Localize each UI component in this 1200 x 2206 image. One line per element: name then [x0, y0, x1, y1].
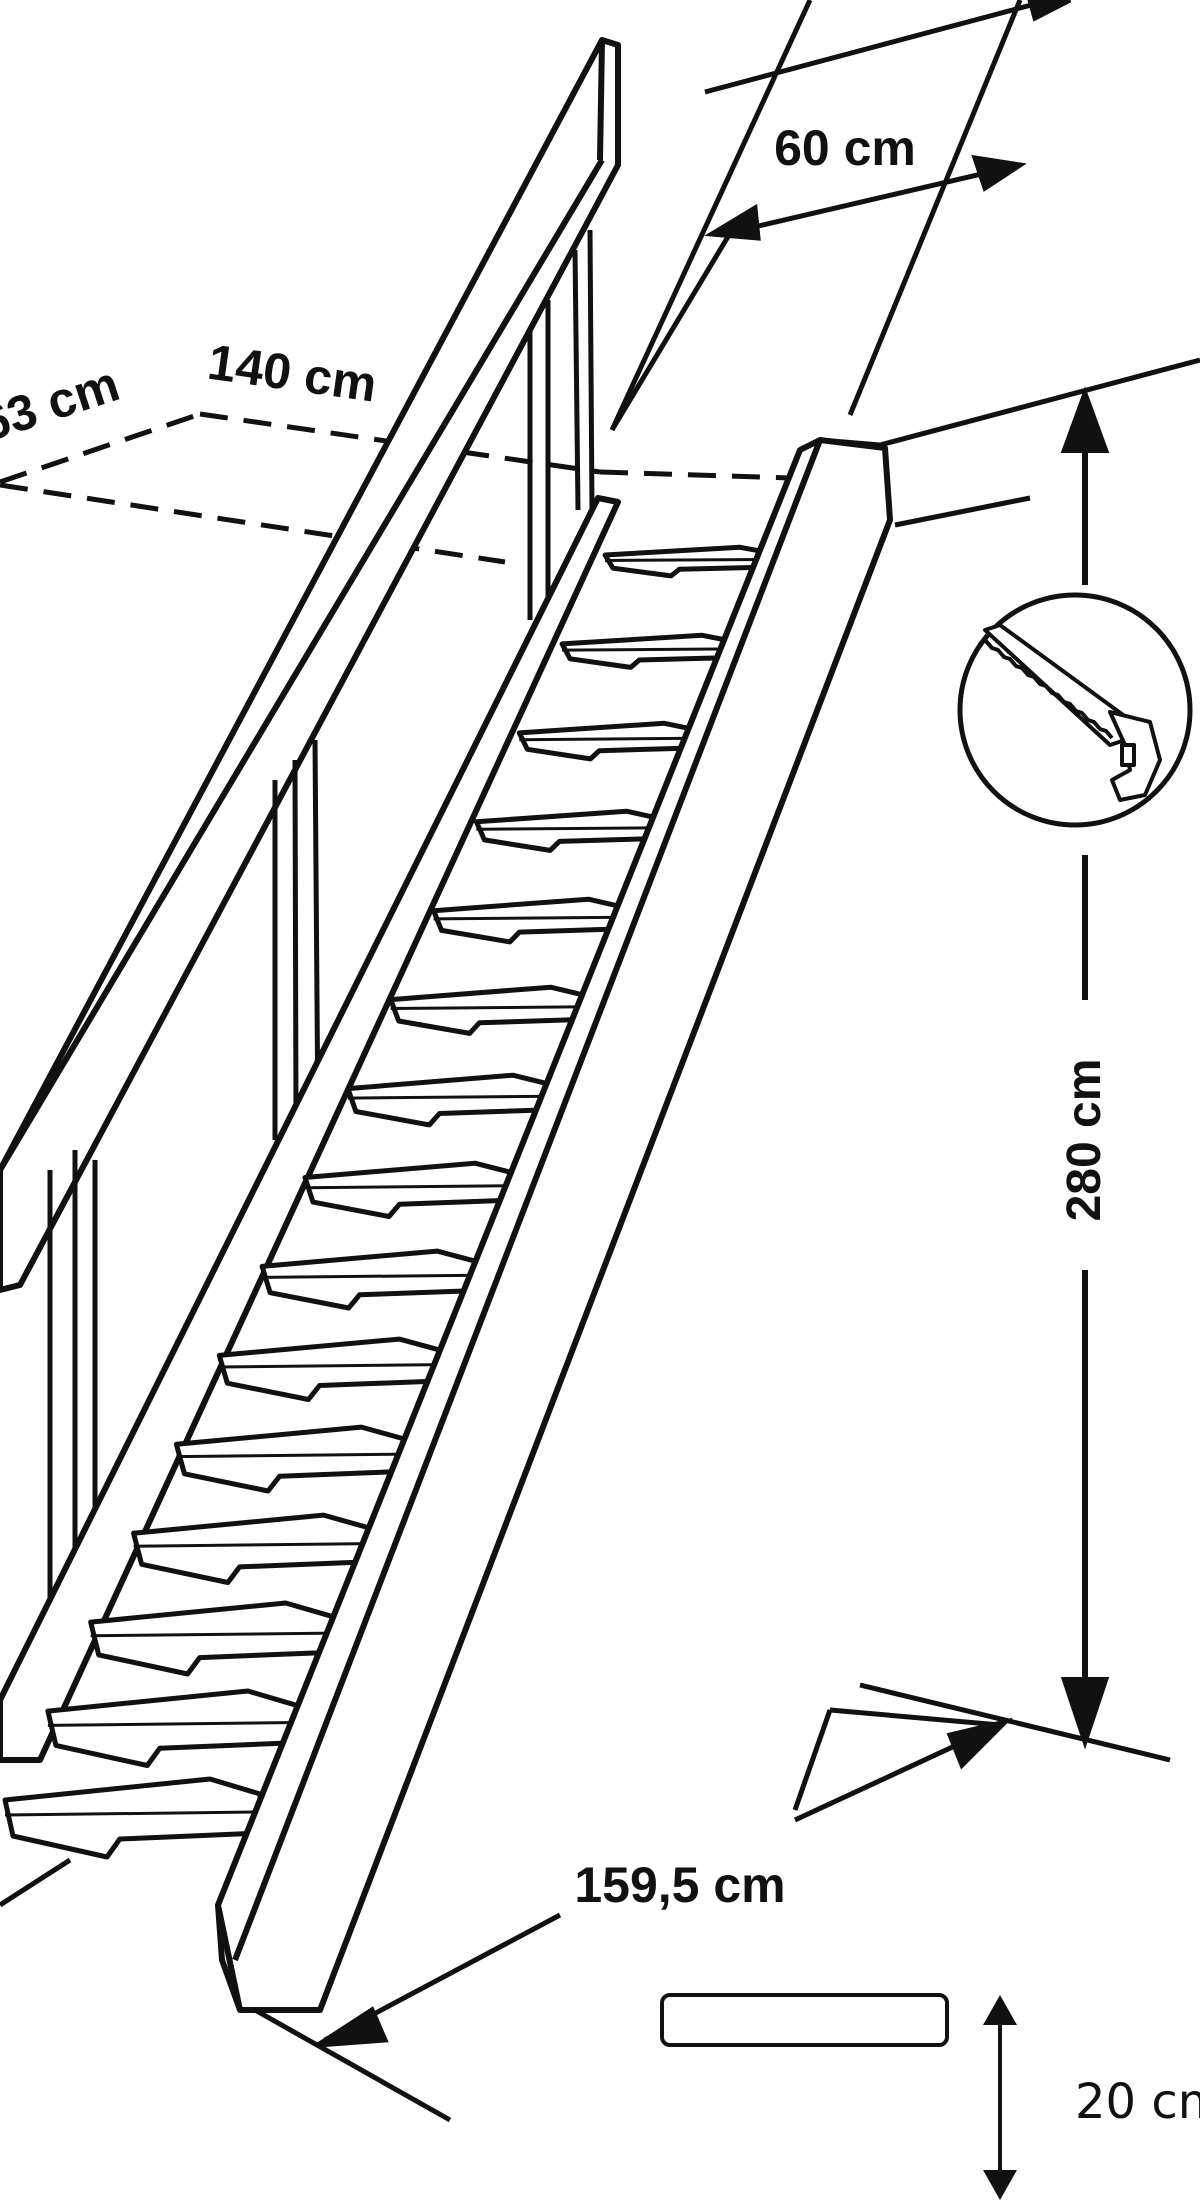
treads: [2, 544, 773, 1860]
handrail: [0, 37, 621, 1293]
tread-3: [516, 720, 700, 762]
arrow-up-small-icon: [983, 1995, 1017, 2025]
tread-edge-8: [304, 1184, 516, 1190]
tread-edge-10: [219, 1363, 443, 1369]
run-dimension: [316, 1707, 1013, 2048]
opening-width-label: 63 cm: [0, 355, 126, 452]
run-length-label: 159,5 cm: [574, 1857, 785, 1913]
tread-edge-3: [519, 736, 698, 742]
left-stringer: [0, 495, 621, 1763]
width-top-label: 60 cm: [774, 120, 916, 176]
tread-8: [302, 1160, 518, 1219]
right-stringer: [215, 437, 893, 2013]
arrow-down-small-icon: [983, 2170, 1017, 2200]
tread-edge-2: [562, 647, 734, 652]
step-extension-label: 20 cm: [1075, 2074, 1200, 2130]
tread-13: [88, 1600, 336, 1677]
tread-edge-6: [390, 1005, 588, 1010]
arrow-run-left-icon: [316, 2006, 389, 2048]
height-label: 280 cm: [1058, 1059, 1111, 1222]
tread-11: [173, 1424, 409, 1494]
tread-12: [131, 1512, 372, 1585]
tread-9: [259, 1248, 482, 1311]
tread-edge-7: [347, 1094, 552, 1100]
tread-10: [216, 1336, 445, 1402]
arrow-up-icon: [1060, 386, 1110, 453]
arrow-right-icon: [971, 154, 1027, 192]
arrow-down-icon: [1060, 1677, 1110, 1750]
saw-icon: [957, 592, 1193, 828]
tread-sample: [660, 1993, 949, 2047]
tread-edge-1: [604, 557, 771, 562]
tread-7: [345, 1072, 554, 1128]
opening-length-label: 140 cm: [204, 334, 380, 413]
tread-edge-5: [433, 915, 625, 921]
tread-edge-11: [176, 1452, 406, 1459]
tread-edge-9: [262, 1273, 479, 1279]
floor-lines: [0, 1682, 1171, 2123]
tread-1: [602, 544, 773, 579]
tread-5: [431, 896, 627, 945]
width-dimension: [609, 0, 1072, 432]
height-dimension: [1060, 386, 1110, 1750]
arrow-run-right-icon: [946, 1717, 1013, 1770]
arrow-left-icon: [704, 203, 761, 241]
tread-4: [473, 808, 664, 853]
tread-edge-12: [133, 1542, 370, 1548]
step-extension-legend: [660, 1993, 1017, 2200]
tread-15: [2, 1776, 263, 1860]
tread-2: [559, 632, 737, 670]
tread-6: [388, 984, 591, 1036]
tread-14: [45, 1688, 299, 1768]
tread-edge-15: [4, 1810, 261, 1817]
arrow-right-top-icon: [1027, 0, 1072, 22]
tread-edge-4: [476, 826, 661, 831]
tread-edge-13: [90, 1631, 333, 1638]
tread-edge-14: [47, 1721, 297, 1727]
